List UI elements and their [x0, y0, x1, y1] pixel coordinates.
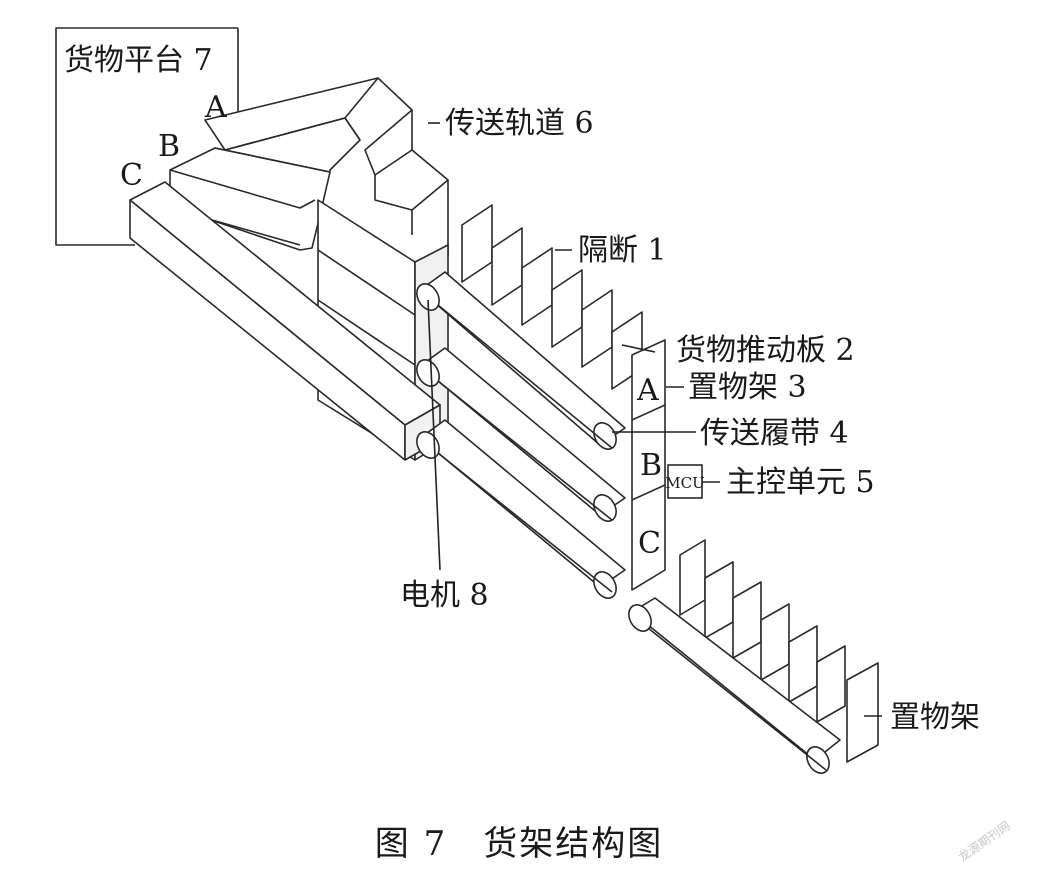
mcu-box-text: MCU [665, 474, 704, 492]
conveyor-belt-c [416, 419, 626, 599]
track-c [129, 181, 441, 461]
track-label: 传送轨道 6 [445, 106, 594, 141]
tier-letter-b: B [640, 448, 662, 483]
mcu-box: MCU [665, 464, 705, 499]
shelf3-label: 置物架 3 [688, 370, 807, 405]
figure-caption: 图 7 货架结构图 [375, 824, 663, 864]
push-plate-label: 货物推动板 2 [676, 333, 855, 368]
motor-label: 电机 8 [400, 578, 489, 613]
conveyor-belt-b [416, 347, 626, 522]
tier-letter-c: C [638, 526, 661, 561]
lower-shelf [628, 539, 879, 774]
watermark: 龙源期刊网 [956, 819, 1013, 865]
platform-letter-a: A [204, 90, 227, 125]
shelf-label: 置物架 [890, 700, 980, 735]
platform-label: 货物平台 7 [64, 43, 213, 78]
mcu-unit-label: 主控单元 5 [726, 465, 875, 500]
cargo-platform [55, 27, 239, 246]
motor-leader-line [427, 299, 441, 571]
tier-letter-a: A [636, 373, 659, 408]
partition-label: 隔断 1 [578, 233, 667, 268]
platform-letter-b: B [158, 129, 180, 164]
conveyor-belt-a [416, 271, 626, 450]
push-plate-leader-line [621, 344, 656, 353]
partition-fins-upper [461, 204, 643, 390]
shelf-frame [631, 339, 666, 591]
belt-label: 传送履带 4 [700, 416, 849, 451]
platform-letter-c: C [120, 158, 143, 193]
